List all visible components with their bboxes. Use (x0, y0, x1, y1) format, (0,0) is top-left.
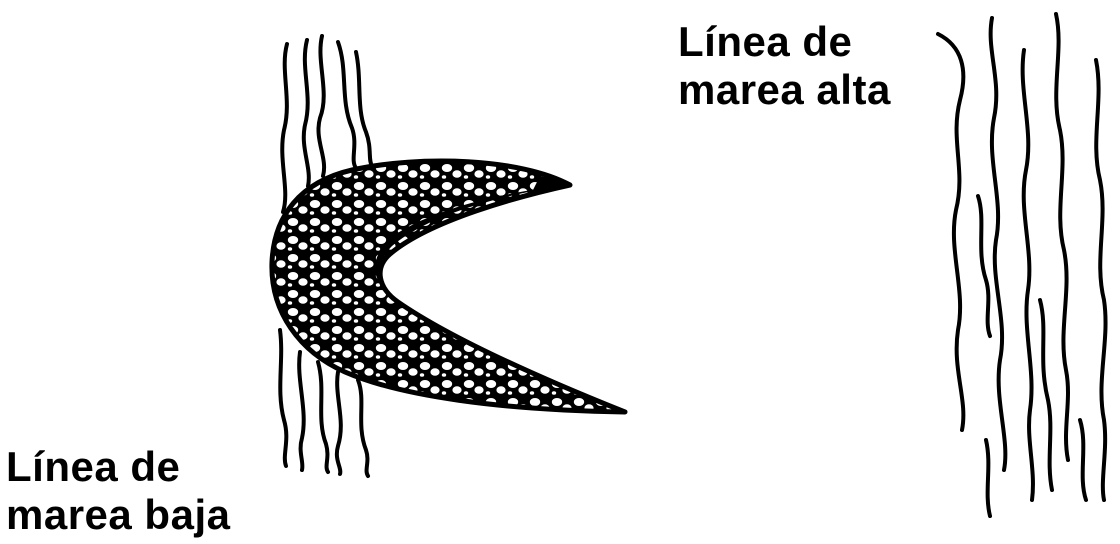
high-tide-lines (938, 14, 1106, 516)
low-tide-label-line1: Línea de (6, 443, 230, 491)
low-tide-line-label: Línea de marea baja (6, 443, 230, 539)
high-tide-label-line1: Línea de (678, 18, 891, 66)
low-tide-label-line2: marea baja (6, 491, 230, 539)
sandbar-crescent-icon (272, 161, 625, 412)
high-tide-label-line2: marea alta (678, 66, 891, 114)
high-tide-line-label: Línea de marea alta (678, 18, 891, 114)
